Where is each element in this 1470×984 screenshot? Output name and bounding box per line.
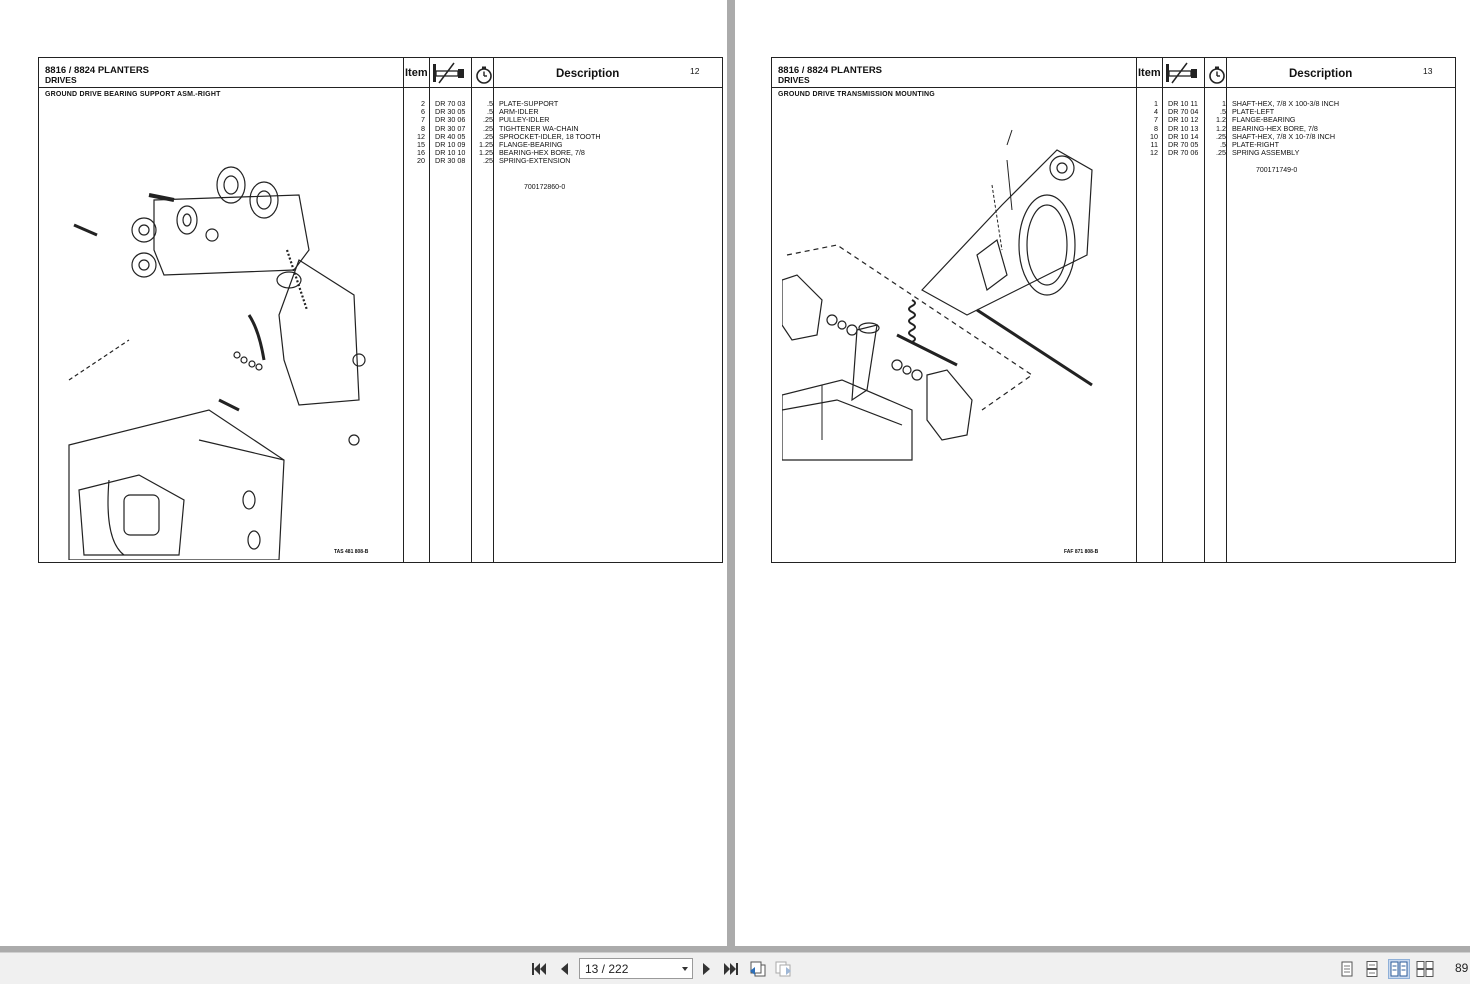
assembly-subtitle: GROUND DRIVE BEARING SUPPORT ASM.-RIGHT	[45, 91, 221, 98]
column-header-description: Description	[556, 68, 620, 80]
single-page-view-icon	[1341, 961, 1353, 977]
two-page-view-button[interactable]	[1388, 959, 1410, 979]
last-page-icon	[724, 963, 738, 975]
sheet-page-number: 12	[690, 66, 700, 76]
two-page-continuous-view-button[interactable]	[1415, 959, 1435, 979]
prev-page-button[interactable]	[554, 959, 574, 979]
column-header-description: Description	[1289, 68, 1353, 80]
figure-code: FAF 871 808-B	[1064, 549, 1099, 555]
sheet-section: DRIVES	[778, 75, 810, 85]
page-number-select[interactable]: 13 / 222	[579, 958, 693, 979]
two-page-continuous-view-icon	[1416, 961, 1434, 977]
column-divider	[1226, 58, 1227, 562]
figure-code: TAS 481 808-B	[334, 549, 369, 555]
header-divider	[39, 87, 722, 88]
assembly-subtitle: GROUND DRIVE TRANSMISSION MOUNTING	[778, 91, 935, 98]
first-page-button[interactable]	[529, 959, 549, 979]
continuous-view-button[interactable]	[1362, 959, 1382, 979]
column-divider	[429, 58, 430, 562]
exploded-parts-drawing	[782, 129, 1093, 461]
column-divider	[1204, 58, 1205, 562]
next-view-icon	[775, 961, 791, 977]
sheet-page-number: 13	[1423, 66, 1433, 76]
first-page-icon	[532, 963, 546, 975]
viewer-toolbar: 13 / 222 89	[0, 952, 1470, 984]
column-divider	[493, 58, 494, 562]
single-page-view-button[interactable]	[1337, 959, 1357, 979]
prev-page-icon	[561, 963, 568, 975]
next-view-button[interactable]	[773, 959, 793, 979]
sheet-title: 8816 / 8824 PLANTERS	[45, 65, 150, 76]
column-header-item: Item	[405, 67, 428, 79]
labor-time-clock-icon	[1208, 66, 1226, 89]
page-indicator: 13 / 222	[585, 962, 629, 976]
reference-number: 700172860-0	[524, 184, 566, 191]
document-page-left: 8816 / 8824 PLANTERS DRIVES GROUND DRIVE…	[0, 0, 727, 946]
continuous-view-icon	[1366, 961, 1378, 977]
parts-sheet: 8816 / 8824 PLANTERS DRIVES GROUND DRIVE…	[38, 57, 723, 563]
two-page-view-icon	[1390, 961, 1408, 977]
column-divider	[471, 58, 472, 562]
part-number-tool-icon	[1165, 61, 1199, 90]
next-page-icon	[703, 963, 710, 975]
previous-view-button[interactable]	[748, 959, 768, 979]
column-divider	[1136, 58, 1137, 562]
parts-sheet: 8816 / 8824 PLANTERS DRIVES GROUND DRIVE…	[771, 57, 1456, 563]
sheet-section: DRIVES	[45, 75, 77, 85]
document-page-right: 8816 / 8824 PLANTERS DRIVES GROUND DRIVE…	[735, 0, 1470, 946]
header-divider	[772, 87, 1455, 88]
previous-view-icon	[750, 961, 766, 977]
next-page-button[interactable]	[697, 959, 717, 979]
column-divider	[403, 58, 404, 562]
column-divider	[1162, 58, 1163, 562]
chevron-down-icon	[682, 967, 688, 971]
zoom-level[interactable]: 89	[1455, 961, 1469, 975]
reference-number: 700171749-0	[1256, 167, 1298, 174]
exploded-parts-drawing	[68, 166, 366, 560]
sheet-title: 8816 / 8824 PLANTERS	[778, 65, 883, 76]
last-page-button[interactable]	[721, 959, 741, 979]
part-number-tool-icon	[432, 61, 466, 90]
labor-time-clock-icon	[475, 66, 493, 89]
column-header-item: Item	[1138, 67, 1161, 79]
